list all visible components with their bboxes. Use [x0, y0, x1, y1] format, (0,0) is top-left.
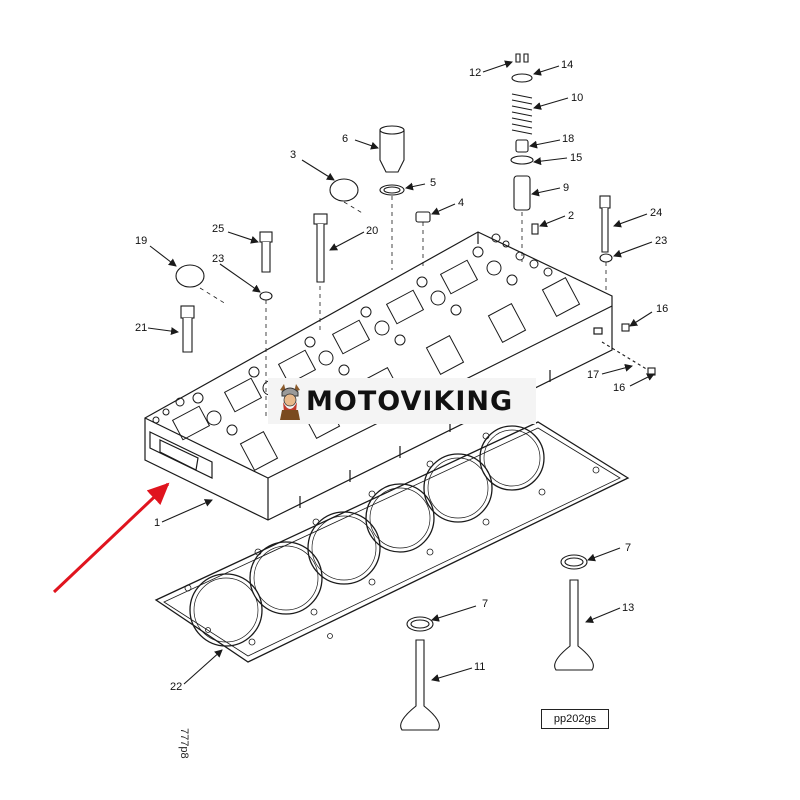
callout: 7: [482, 598, 488, 610]
callout: 21: [135, 322, 147, 334]
cylinder-head: [144, 231, 613, 521]
alignment-lines: [199, 196, 607, 420]
callout: 16: [656, 303, 668, 315]
callout: 4: [458, 197, 464, 209]
head-gasket: [154, 421, 630, 663]
callout: 15: [570, 152, 582, 164]
viking-logo-icon: [280, 384, 300, 420]
callout: 23: [212, 253, 224, 265]
callout: 3: [290, 149, 296, 161]
brand-name: MOTOVIKING: [306, 385, 514, 417]
callout: 20: [366, 225, 378, 237]
callout: 25: [212, 223, 224, 235]
callout: 19: [135, 235, 147, 247]
figure-reference-code: pp202gs: [541, 709, 609, 729]
callout-labels: 12 14 10 18 15 9 2 24 23 3 6 5 4 20 25 2…: [135, 59, 668, 693]
callout: 10: [571, 92, 583, 104]
callout: 24: [650, 207, 662, 219]
callout: 18: [562, 133, 574, 145]
callout: 16: [613, 382, 625, 394]
callout: 14: [561, 59, 573, 71]
callout: 2: [568, 210, 574, 222]
callout: 17: [587, 369, 599, 381]
callout: 9: [563, 182, 569, 194]
callout: 12: [469, 67, 481, 79]
callout: 13: [622, 602, 634, 614]
drawing-code: 777p8: [178, 728, 190, 759]
callout: 6: [342, 133, 348, 145]
callout: 11: [474, 661, 485, 673]
brand-watermark: MOTOVIKING: [268, 378, 536, 424]
highlight-arrow: [52, 482, 170, 594]
callout: 5: [430, 177, 436, 189]
callout: 7: [625, 542, 631, 554]
callout: 22: [170, 681, 182, 693]
callout: 23: [655, 235, 667, 247]
leader-lines: [147, 60, 655, 685]
callout: 1: [154, 517, 160, 529]
